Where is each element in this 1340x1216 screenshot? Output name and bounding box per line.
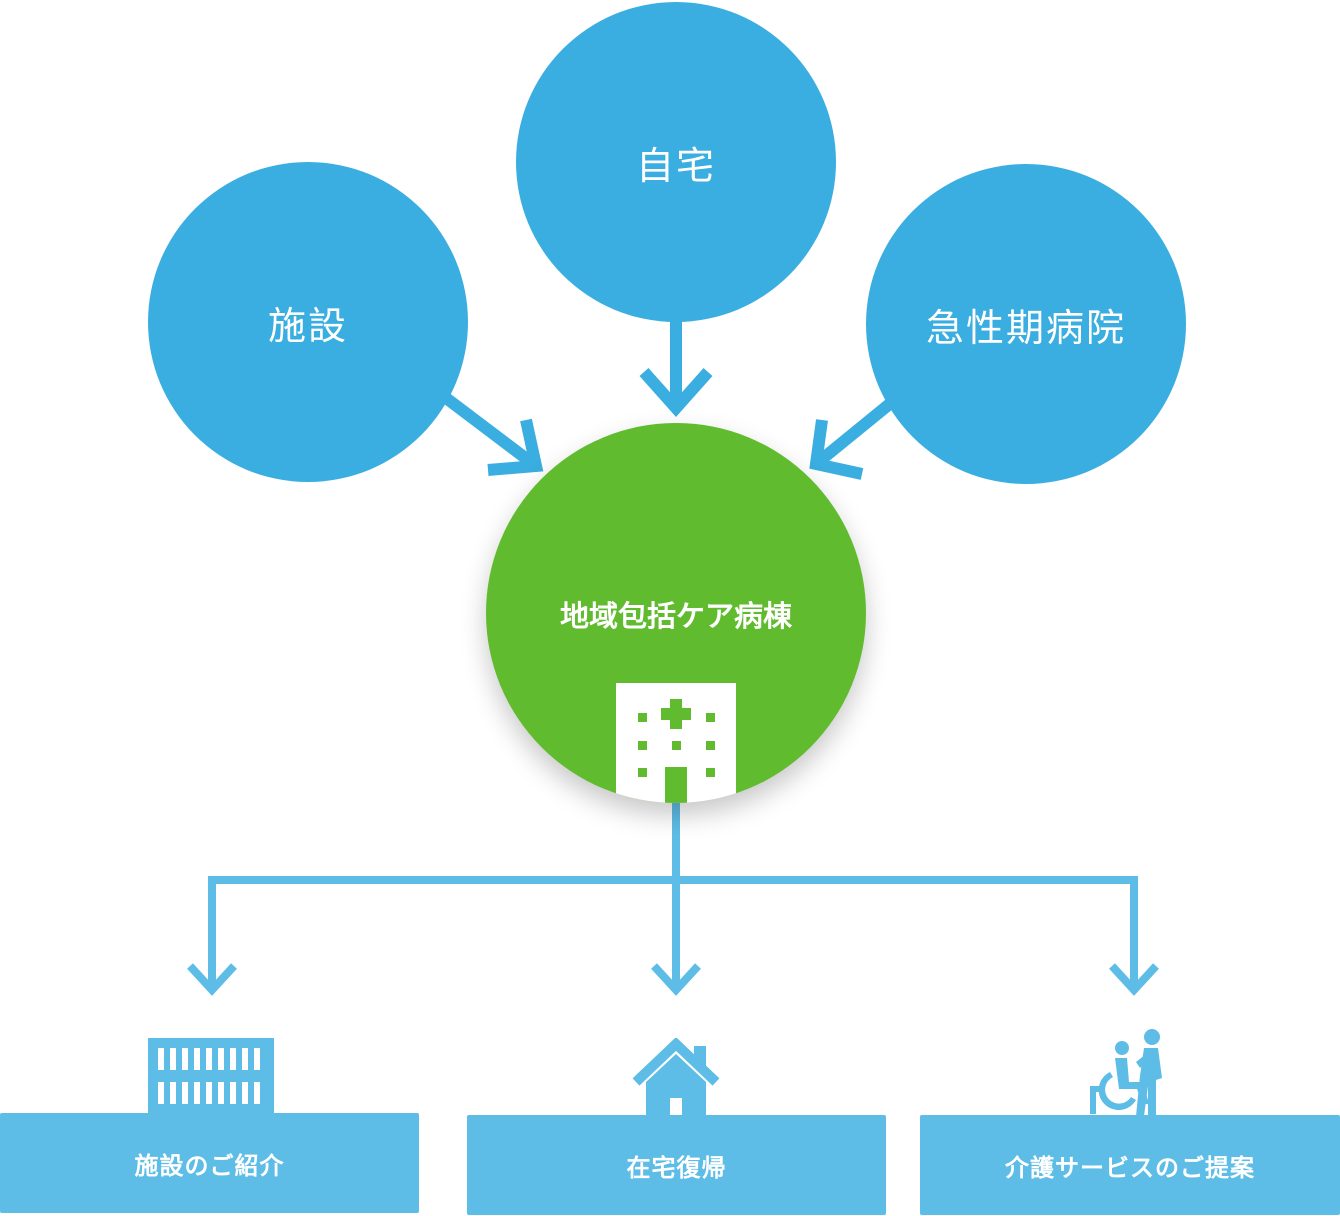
facility-building-icon: [148, 1038, 274, 1116]
hospital-building-icon: [616, 683, 736, 803]
source-circle-hospital: 急性期病院: [866, 164, 1186, 484]
center-title: 地域包括ケア病棟: [559, 599, 792, 633]
source-circle-facility: 施設: [148, 162, 468, 482]
arrow-distribution: [187, 798, 1159, 996]
destination-facility-button[interactable]: 施設のご紹介: [0, 1113, 419, 1213]
destination-home-label: 在宅復帰: [626, 1153, 727, 1182]
house-icon: [632, 1038, 720, 1118]
arrow-home-to-center: [639, 320, 713, 418]
destination-home-button[interactable]: 在宅復帰: [467, 1115, 886, 1215]
arrow-facility-to-center: [442, 393, 544, 476]
source-circle-home: 自宅: [516, 2, 836, 322]
center-circle: 地域包括ケア病棟: [486, 423, 866, 803]
source-facility-label: 施設: [267, 303, 348, 348]
wheelchair-caregiver-icon: [1090, 1029, 1162, 1116]
destination-care-label: 介護サービスのご提案: [1005, 1153, 1255, 1182]
source-hospital-label: 急性期病院: [925, 305, 1126, 350]
destination-facility-label: 施設のご紹介: [134, 1151, 285, 1180]
source-home-label: 自宅: [635, 143, 716, 188]
destination-care-button[interactable]: 介護サービスのご提案: [920, 1115, 1340, 1215]
arrow-hospital-to-center: [809, 397, 896, 480]
